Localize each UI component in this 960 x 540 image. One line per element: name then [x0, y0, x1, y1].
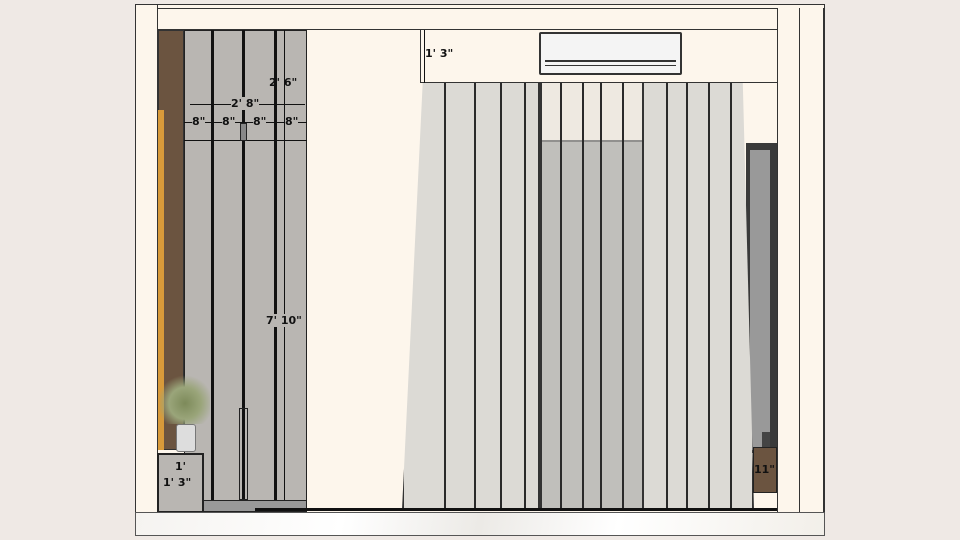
ac-recess [420, 30, 777, 83]
dim-module-2: 8" [222, 115, 236, 128]
dim-line-vertical [284, 30, 285, 500]
plant [160, 372, 210, 424]
dim-line-vertical [424, 30, 425, 83]
dim-side-table-width: 1' 3" [163, 476, 192, 489]
left-wall [135, 4, 158, 514]
vase [176, 424, 196, 452]
dim-panel-upper: 2' 6" [269, 76, 298, 89]
right-dark-panel-inner [750, 150, 770, 450]
dim-right-table: 11" [754, 463, 776, 476]
dim-module-3: 8" [253, 115, 267, 128]
right-column-outer [800, 8, 824, 513]
air-conditioner [539, 32, 682, 75]
dim-side-table-height: 1' [175, 460, 187, 473]
dim-module-1: 8" [192, 115, 206, 128]
dim-line [184, 122, 307, 123]
floor-lamp [239, 408, 248, 500]
floor-line [255, 508, 777, 511]
door-handle [240, 123, 247, 141]
panel-groove [242, 30, 245, 500]
curtain-sheer-center [540, 83, 660, 510]
dim-panel-width: 2' 8" [231, 97, 260, 110]
panel-groove [211, 30, 214, 500]
dim-ac-height: 1' 3" [425, 47, 454, 60]
right-column [777, 8, 800, 513]
right-side-table [753, 447, 777, 493]
curtain-left [402, 83, 540, 510]
curtain-right [642, 83, 754, 510]
dim-panel-height: 7' 10" [266, 314, 302, 327]
ac-vent [545, 60, 676, 66]
dim-module-4: 8" [285, 115, 299, 128]
ceiling-band [158, 8, 777, 30]
candle [762, 432, 770, 447]
wood-light-strip [158, 110, 164, 450]
marble-floor [135, 512, 825, 536]
panel-groove [274, 30, 277, 500]
